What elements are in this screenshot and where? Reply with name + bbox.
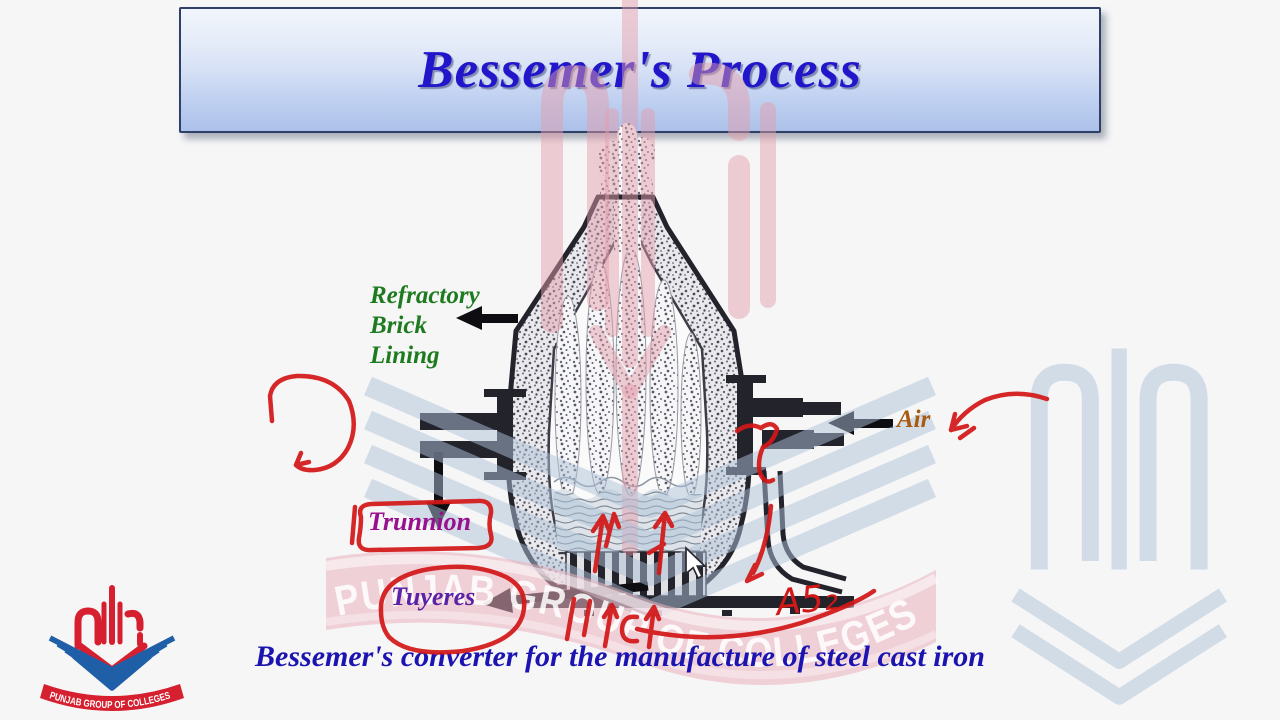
punjab-colleges-logo-icon: PUNJAB GROUP OF COLLEGES	[40, 585, 184, 711]
logo-chevrons	[48, 635, 176, 691]
page-title: Bessemer's Process	[418, 41, 862, 99]
title-banner: Bessemer's Process	[179, 7, 1101, 133]
mouse-cursor	[685, 546, 708, 580]
punjab-colleges-logo: PUNJAB GROUP OF COLLEGES	[40, 582, 220, 718]
flame-columns	[554, 200, 702, 501]
tuyeres-label: Tuyeres	[391, 582, 476, 611]
watermark-chevrons	[364, 348, 1228, 705]
figure-caption: Bessemer's converter for the manufacture…	[255, 640, 985, 673]
logo-emblem	[74, 585, 148, 674]
air-duct-annotation	[634, 422, 877, 640]
trunnion-annotation-box	[349, 498, 494, 553]
up-arrows-annotation	[564, 510, 675, 650]
handwritten-note: A5₂	[774, 576, 840, 625]
trunnion-label: Trunnion	[368, 507, 472, 536]
air-curve-annotation	[948, 391, 1050, 441]
tuyeres-annotation-ellipse	[378, 564, 527, 655]
logo-ribbon: PUNJAB GROUP OF COLLEGES	[40, 684, 184, 711]
watermark-emblem	[541, 0, 776, 556]
air-label: Air	[897, 406, 931, 433]
freehand-loop	[267, 373, 356, 473]
refractory-arrow-icon	[456, 306, 518, 330]
refractory-brick-lining-label: Refractory Brick Lining	[370, 282, 480, 369]
